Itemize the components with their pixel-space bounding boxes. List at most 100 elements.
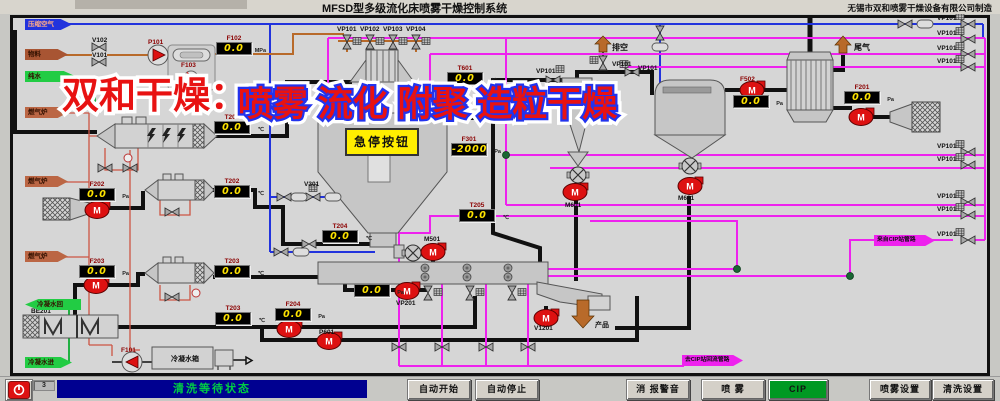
- rotary-valve-bagfilter[interactable]: [678, 157, 702, 175]
- label-tank: 冷凝水箱: [171, 356, 199, 363]
- junction-dot: [502, 151, 510, 159]
- inlet-cw-in: 冷凝水进: [25, 357, 72, 368]
- tag-col-vp101: VP101: [937, 231, 957, 238]
- bag-filter: [653, 79, 727, 159]
- fan-f202: M: [84, 200, 111, 219]
- tag-col-vp101: VP101: [937, 193, 957, 200]
- label-vent: 排空: [612, 43, 628, 52]
- svg-text:M: M: [686, 182, 694, 192]
- tag-v1201: V1201: [534, 325, 553, 332]
- fan-f203: M: [83, 275, 110, 294]
- auto-start-button[interactable]: 自动开始: [407, 379, 471, 400]
- dehumidifier-be201: [22, 314, 119, 339]
- tag-f502: F502: [740, 76, 755, 83]
- spray-button[interactable]: 喷 雾: [701, 379, 765, 400]
- inlet-cw-return: 冷凝水回: [25, 299, 81, 310]
- power-button[interactable]: [5, 379, 33, 401]
- duct-tower-to-cyclone: [447, 78, 562, 120]
- vent-arrow-icon: [594, 35, 612, 53]
- company-name: 无锡市双和喷雾干燥设备有限公司制造: [847, 3, 992, 13]
- tag-col-vp101: VP101: [937, 30, 957, 37]
- tag-col-vp101: VP101: [937, 206, 957, 213]
- tag-cyc-vp101: VP101: [638, 65, 658, 72]
- exhaust-filter: [889, 101, 941, 133]
- tag-inlet-vp101: VP101: [536, 68, 556, 75]
- svg-text:M: M: [403, 287, 411, 297]
- duct-line4: [118, 296, 639, 342]
- valve-v101[interactable]: [91, 57, 107, 67]
- pump-m601-cyclone: M: [562, 182, 589, 201]
- valve-column-vp101[interactable]: [955, 12, 976, 245]
- inlet-compressed-air: 压缩空气: [25, 19, 72, 30]
- cip-outlet-arrow: 去CIP站回流管路: [682, 355, 743, 366]
- duct-heater1-to-distributor: [213, 80, 352, 138]
- svg-text:M: M: [542, 314, 550, 324]
- bottom-bar: 3 清洗等待状态 自动开始 自动停止 消 报警音 喷 雾 CIP 喷雾设置 清洗…: [0, 376, 1000, 401]
- capsule-air-bag: [651, 42, 669, 52]
- drain-valves[interactable]: [391, 342, 536, 352]
- heater-3: [144, 256, 215, 298]
- label-product: 产品: [595, 322, 609, 329]
- valve-air1[interactable]: [276, 192, 292, 202]
- pipe-material: [60, 33, 427, 56]
- valve-air-header[interactable]: [897, 19, 913, 29]
- inlet-material: 物料: [25, 49, 68, 60]
- tag-f101: F101: [121, 347, 136, 354]
- tag-col-vp101: VP101: [937, 58, 957, 65]
- tag-col-vp101: VP101: [937, 45, 957, 52]
- status-bar: 清洗等待状态: [57, 380, 367, 398]
- title-bar-left-box: [75, 0, 247, 9]
- duct-bagfilter-fines: [615, 196, 691, 330]
- label-tailgas: 尾气: [854, 43, 870, 52]
- rotary-valve-cyclone[interactable]: [566, 166, 590, 184]
- inlet-gas-3: 燃气炉: [25, 251, 68, 262]
- auto-stop-button[interactable]: 自动停止: [475, 379, 539, 400]
- svg-text:M: M: [285, 325, 293, 335]
- tag-vp104: VP104: [406, 26, 426, 33]
- tag-p601: P601: [319, 329, 335, 336]
- cip-button[interactable]: CIP: [768, 379, 828, 400]
- pipe-cip-verticals: [327, 38, 507, 205]
- spray-settings-button[interactable]: 喷雾设置: [869, 379, 931, 400]
- emergency-stop-button[interactable]: 急停按钮: [345, 128, 419, 156]
- title-bar: MFSD型多级流化床喷雾干燥控制系统 无锡市双和喷雾干燥设备有限公司制造: [0, 0, 1000, 15]
- tag-col-vp101: VP101: [937, 156, 957, 163]
- mute-alarm-button[interactable]: 消 报警音: [626, 379, 690, 400]
- valve-v102[interactable]: [91, 42, 107, 52]
- valve-duct-heater2[interactable]: [301, 239, 317, 249]
- feed-station: [167, 44, 216, 91]
- capsule-air-header: [916, 19, 934, 29]
- svg-text:M: M: [325, 337, 333, 347]
- inlet-pure-water: 纯水: [25, 71, 76, 82]
- page-indicator: 3: [33, 380, 55, 391]
- valve-air2[interactable]: [273, 247, 289, 257]
- clean-settings-button[interactable]: 清洗设置: [932, 379, 994, 400]
- pump-f502: M: [739, 80, 766, 99]
- svg-text:M: M: [748, 86, 756, 96]
- pump-p601: M: [316, 331, 343, 350]
- inlet-gas-1: 燃气炉: [25, 107, 68, 118]
- page-title: MFSD型多级流化床喷雾干燥控制系统: [322, 3, 508, 15]
- junction-dot: [733, 265, 741, 273]
- heater-1: [96, 116, 218, 163]
- cyclone: [561, 77, 593, 167]
- cip-inlet-arrow: 来自CIP站管路: [874, 235, 935, 246]
- valve-vent-vp101[interactable]: [589, 55, 608, 71]
- pipe-gas: [63, 112, 191, 356]
- product-arrow-icon: [571, 299, 595, 329]
- valve-air-bag[interactable]: [655, 25, 665, 41]
- heater-2: [144, 173, 215, 202]
- capsule-air1b: [324, 192, 342, 202]
- pump-vp201: M: [394, 281, 421, 300]
- pump-v1201: M: [533, 308, 560, 327]
- pump-f201: M: [848, 107, 875, 126]
- tag-m501: M501: [424, 236, 441, 243]
